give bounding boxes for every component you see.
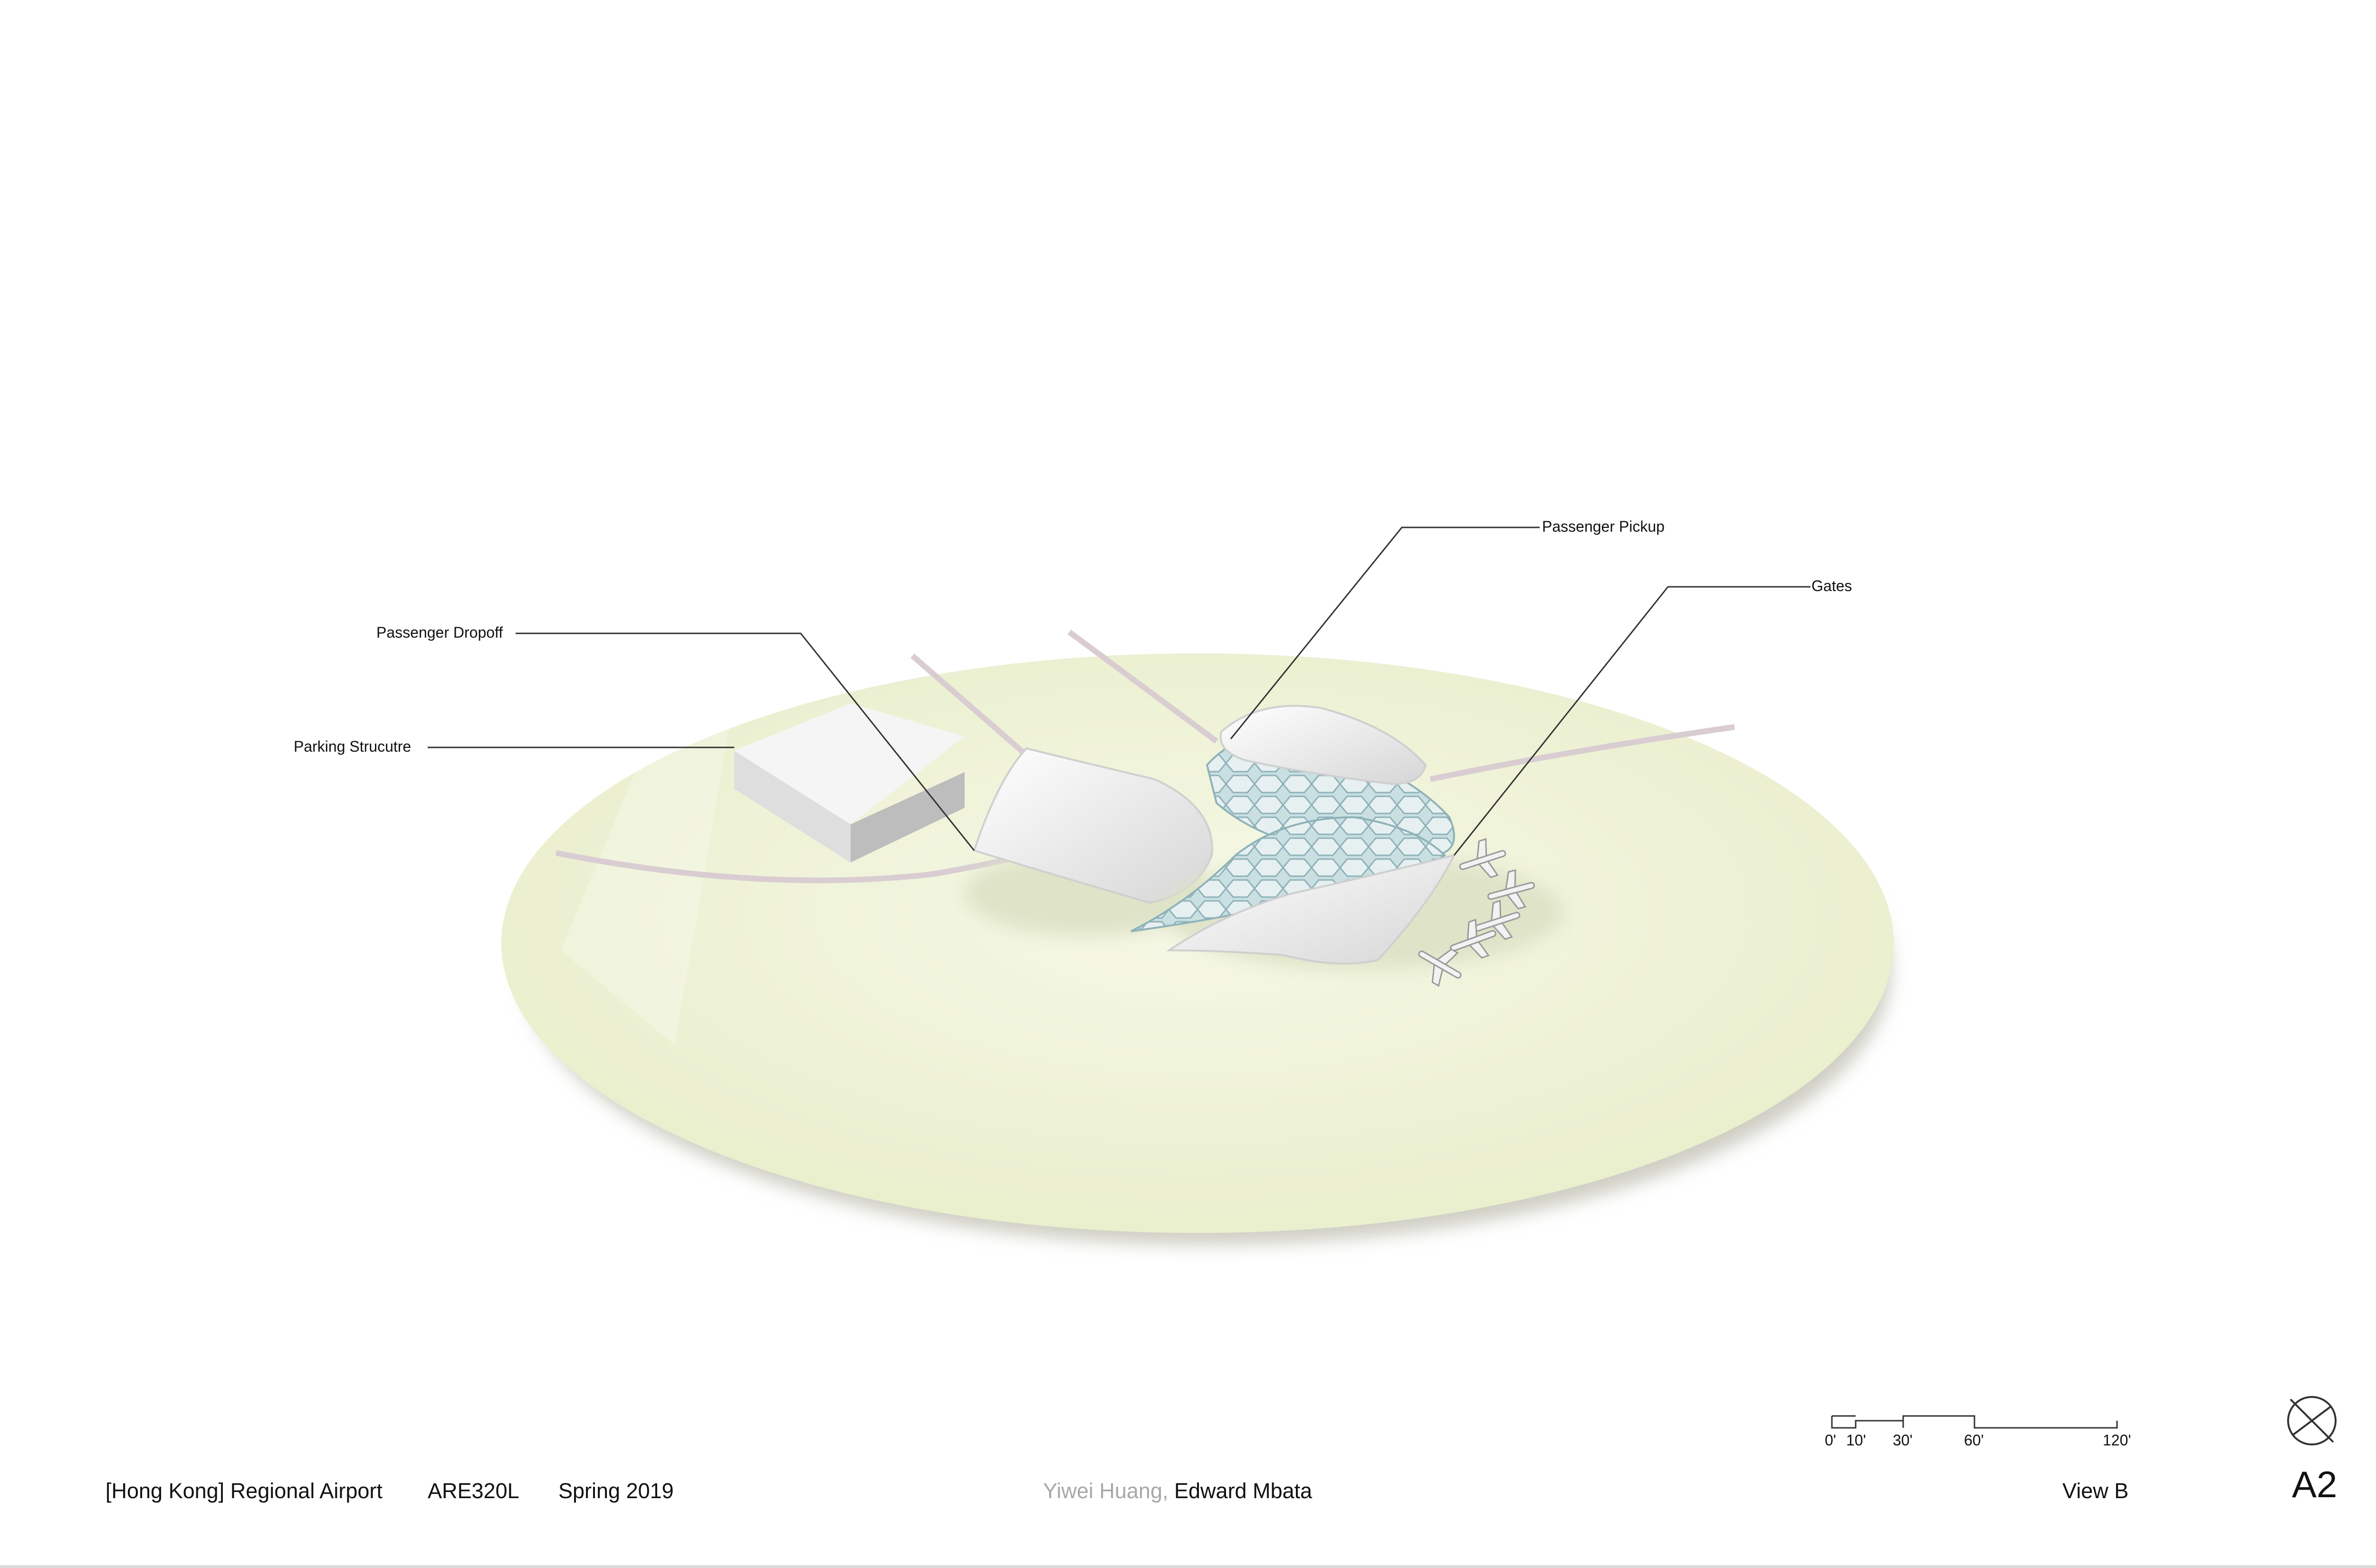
course-code: ARE320L: [428, 1479, 519, 1503]
label-parking-structure: Parking Strucutre: [294, 738, 412, 755]
label-gates: Gates: [1811, 577, 1852, 594]
scale-bar: [1831, 1415, 2118, 1429]
scale-tick-120: 120': [2103, 1432, 2131, 1449]
author-2: Edward Mbata: [1174, 1479, 1313, 1503]
label-passenger-dropoff: Passenger Dropoff: [376, 624, 503, 641]
leader-passenger-dropoff: [516, 632, 975, 851]
north-arrow-icon: [2287, 1396, 2337, 1445]
road-spur-mid: [1067, 630, 1218, 744]
project-title: [Hong Kong] Regional Airport: [105, 1479, 383, 1503]
authors: Yiwei Huang, Edward Mbata: [1043, 1480, 1312, 1501]
author-1: Yiwei Huang,: [1043, 1479, 1169, 1503]
pickup-roof: [1219, 705, 1427, 785]
leader-passenger-pickup: [1230, 526, 1540, 739]
view-label: View B: [2062, 1479, 2129, 1503]
scale-tick-0: 0': [1825, 1432, 1836, 1449]
scale-tick-30: 30': [1893, 1432, 1913, 1449]
label-passenger-pickup: Passenger Pickup: [1542, 518, 1665, 535]
road-right: [1429, 724, 1735, 782]
scale-tick-60: 60': [1964, 1432, 1984, 1449]
gates-shell: [1166, 854, 1456, 965]
light-wedge: [561, 656, 741, 1045]
leader-gates: [1453, 586, 1811, 856]
term: Spring 2019: [558, 1479, 674, 1503]
scale-tick-10: 10': [1846, 1432, 1866, 1449]
sheet-number: A2: [2292, 1463, 2338, 1505]
parking-structure-block: [734, 703, 965, 862]
aircraft-group: [1418, 838, 1535, 987]
dropoff-shell: [965, 747, 1213, 936]
